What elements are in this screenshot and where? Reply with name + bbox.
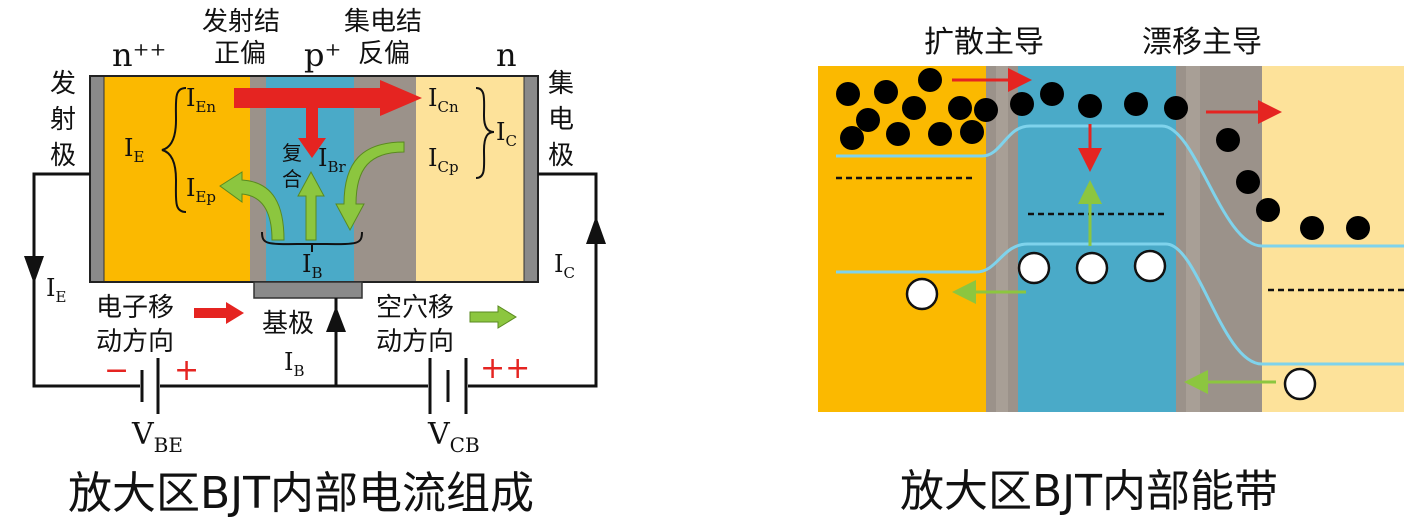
vbe-minus-label: −: [104, 353, 129, 388]
electron: [836, 82, 860, 106]
electron: [1346, 216, 1370, 240]
band-collector: [1262, 66, 1404, 412]
electron: [928, 122, 952, 146]
legend-electron-arrow-icon: [194, 302, 244, 324]
band-base: [1018, 66, 1176, 412]
band-inner-right: [1186, 66, 1200, 412]
electron: [948, 96, 972, 120]
emitter-terminal-label-1: 发: [50, 69, 76, 99]
icp-label: ICp: [428, 144, 459, 176]
conduction-band-line: [836, 124, 1404, 248]
band-inner-left: [996, 66, 1008, 412]
legend-electron-label-2: 动方向: [96, 327, 174, 357]
ie-arrow-icon: [24, 256, 44, 284]
electron: [902, 96, 926, 120]
icn-label: ICn: [428, 84, 459, 116]
base-doping-label: p⁺: [304, 36, 341, 74]
hole: [1075, 251, 1109, 285]
electron: [1040, 82, 1064, 106]
collector-wire: [468, 172, 598, 388]
electron: [886, 122, 910, 146]
legend-hole-arrow-icon: [469, 305, 517, 329]
icp-hole-arrow-icon: [335, 141, 405, 232]
ibr-hole-arrow-icon: [297, 170, 325, 241]
current-diagram: 发射结 正偏 集电结 反偏 n⁺⁺ p⁺ n 发 射 极 集 电 极 基极 IE…: [24, 7, 606, 519]
right-caption: 放大区BJT内部能带: [900, 466, 1278, 517]
wire-ib-label: IB: [284, 348, 305, 380]
vcb-label: VCB: [427, 417, 480, 457]
electron: [1216, 128, 1240, 152]
drift-label: 漂移主导: [1142, 25, 1262, 60]
left-caption: 放大区BJT内部电流组成: [68, 468, 534, 519]
ie-label: IE: [124, 134, 144, 166]
collector-region: [416, 76, 524, 282]
collector-terminal-label-3: 极: [548, 141, 574, 171]
emitter-junction-label-1: 发射结: [202, 7, 280, 37]
electron: [874, 80, 898, 104]
electron-current-arrow-icon: [234, 80, 422, 116]
collector-terminal-label-1: 集: [548, 69, 574, 99]
valence-band-line: [836, 242, 1404, 366]
hole: [1133, 249, 1167, 283]
electron: [1236, 170, 1260, 194]
emitter-depletion: [250, 76, 268, 282]
ie-brace: [161, 87, 187, 213]
collector-junction-label-2: 反偏: [358, 39, 410, 69]
vbe-plus-label: +: [174, 353, 199, 388]
ic-label: IC: [496, 118, 517, 150]
electron: [1078, 94, 1102, 118]
electron: [918, 68, 942, 92]
emitter-region: [104, 76, 252, 282]
hole: [1017, 251, 1051, 285]
ien-label: IEn: [186, 84, 216, 116]
holes: [905, 249, 1317, 401]
iep-hole-arrow-icon: [219, 171, 285, 241]
electron: [1124, 92, 1148, 116]
emitter-doping-label: n⁺⁺: [112, 36, 166, 74]
legend-hole-label-1: 空穴移: [376, 293, 454, 323]
wire-ie-label: IE: [46, 274, 66, 306]
collector-junction-label-1: 集电结: [344, 7, 422, 37]
electron: [1256, 198, 1280, 222]
vcb-plus-label: ++: [480, 351, 530, 386]
ibr-label: IBr: [318, 144, 347, 176]
recomb-label-2: 合: [282, 167, 302, 191]
electron: [960, 120, 984, 144]
electron: [840, 126, 864, 150]
ic-brace: [475, 87, 495, 179]
electron: [1164, 96, 1188, 120]
collector-terminal-label-2: 电: [548, 105, 574, 135]
emitter-junction-label-2: 正偏: [214, 39, 266, 69]
diffusion-label: 扩散主导: [924, 25, 1044, 60]
collector-doping-label: n: [496, 36, 517, 74]
emitter-terminal-label-2: 射: [50, 105, 76, 135]
wire-ic-label: IC: [554, 250, 575, 282]
collector-contact: [523, 75, 539, 283]
emitter-contact: [89, 75, 105, 283]
iep-label: IEp: [186, 174, 216, 206]
electron: [1010, 92, 1034, 116]
band-diagram: 扩散主导 漂移主导 知乎 @懒小木 放大区BJT内部能带: [818, 25, 1404, 517]
electron: [974, 98, 998, 122]
emitter-terminal-label-3: 极: [50, 141, 76, 171]
legend-hole-label-2: 动方向: [376, 327, 454, 357]
recombination-arrow-icon: [298, 108, 326, 158]
ic-arrow-icon: [586, 216, 606, 244]
vbe-label: VBE: [131, 417, 183, 457]
ib-label: IB: [302, 250, 323, 282]
hole: [905, 277, 939, 311]
hole: [1283, 367, 1317, 401]
recomb-label-1: 复: [282, 141, 302, 165]
watermark: 知乎 @懒小木: [1118, 441, 1333, 481]
legend-electron-label-1: 电子移: [96, 293, 174, 323]
electron: [856, 108, 880, 132]
ib-arrow-icon: [326, 306, 346, 332]
electrons: [836, 68, 1370, 240]
base-terminal-label: 基极: [262, 309, 314, 339]
base-contact: [253, 281, 363, 299]
electron: [1300, 216, 1324, 240]
